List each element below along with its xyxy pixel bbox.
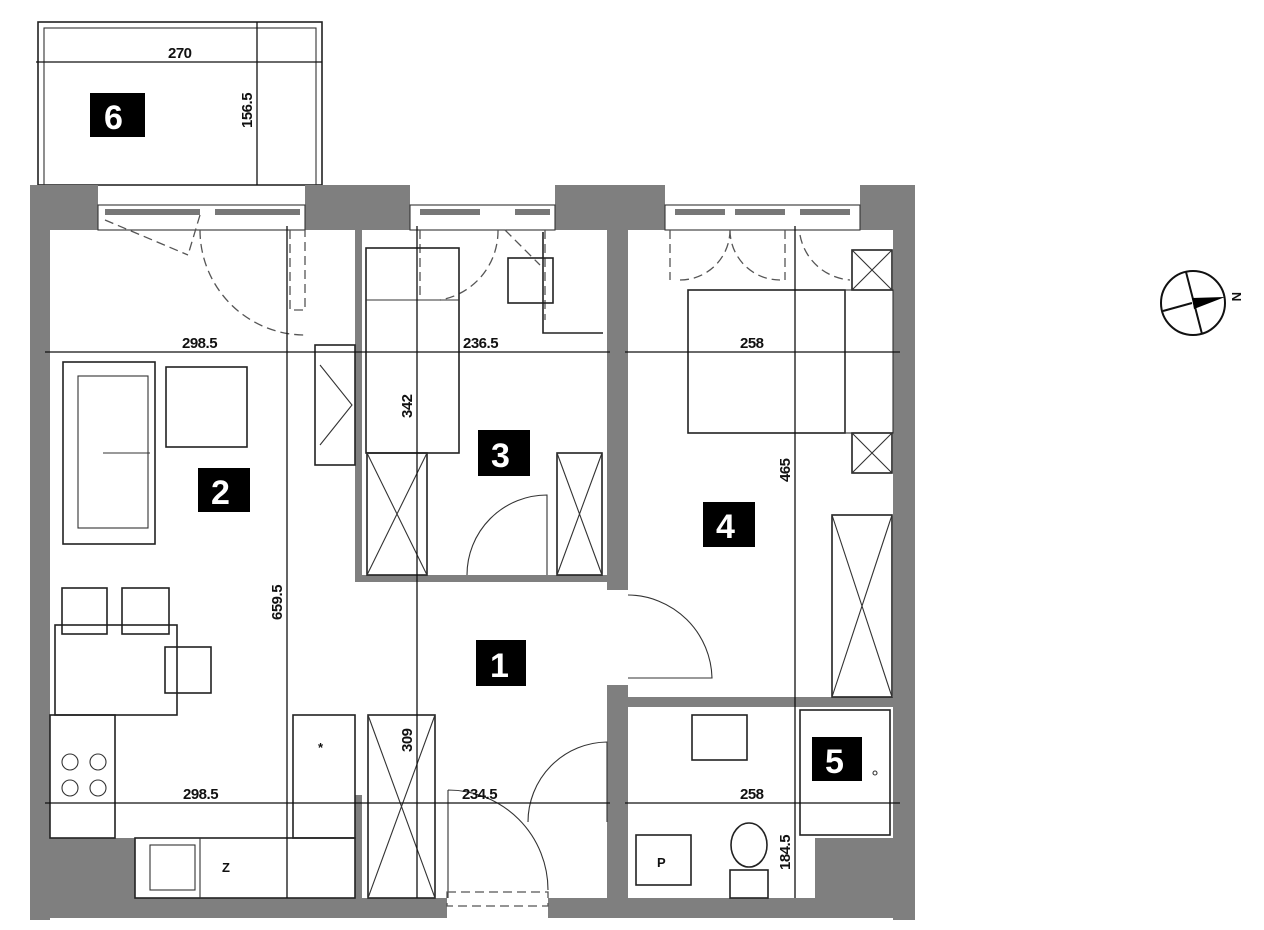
dim-room2-width: 298.5 (182, 335, 217, 352)
svg-text:2: 2 (211, 474, 230, 512)
compass-north-label: N (1229, 292, 1244, 301)
bathroom-fixtures: P (635, 709, 891, 899)
room-label-1: 1 (476, 640, 526, 686)
bedroom-4-furniture (627, 249, 894, 698)
balcony (37, 21, 323, 186)
dim-room3-depth: 342 (399, 394, 416, 418)
svg-text:3: 3 (491, 437, 510, 475)
bedroom-3-furniture (365, 232, 603, 576)
svg-text:6: 6 (104, 99, 123, 137)
dim-bath-depth: 184.5 (777, 835, 794, 870)
dim-bath-width: 258 (740, 786, 764, 803)
living-room-furniture: Z * (49, 344, 356, 899)
dim-room2-depth: 659.5 (269, 585, 286, 620)
dim-hall-width: 234.5 (462, 786, 497, 803)
windows (97, 204, 861, 336)
dimension-labels: 270 156.5 298.5 236.5 258 342 659.5 465 … (168, 45, 794, 870)
dim-balcony-width: 270 (168, 45, 192, 62)
dim-balcony-depth: 156.5 (239, 93, 256, 128)
room-label-3: 3 (478, 430, 530, 476)
dim-hall-depth: 309 (399, 728, 416, 752)
dim-kitchen-width: 298.5 (183, 786, 218, 803)
dimension-lines (36, 22, 900, 898)
svg-text:Z: Z (222, 860, 230, 875)
svg-text:*: * (318, 740, 324, 755)
dim-room3-width: 236.5 (463, 335, 498, 352)
room-label-6: 6 (90, 93, 145, 137)
svg-text:1: 1 (490, 647, 509, 685)
dim-room4-depth: 465 (777, 458, 794, 482)
compass-icon: N (1160, 270, 1244, 336)
walls (30, 185, 915, 920)
room-label-2: 2 (198, 468, 250, 512)
svg-text:4: 4 (716, 508, 735, 546)
svg-text:P: P (657, 855, 666, 870)
svg-text:5: 5 (825, 743, 844, 781)
room-label-4: 4 (703, 502, 755, 547)
hall-furniture (367, 714, 608, 907)
dim-room4-width: 258 (740, 335, 764, 352)
room-label-5: 5 (812, 737, 862, 781)
